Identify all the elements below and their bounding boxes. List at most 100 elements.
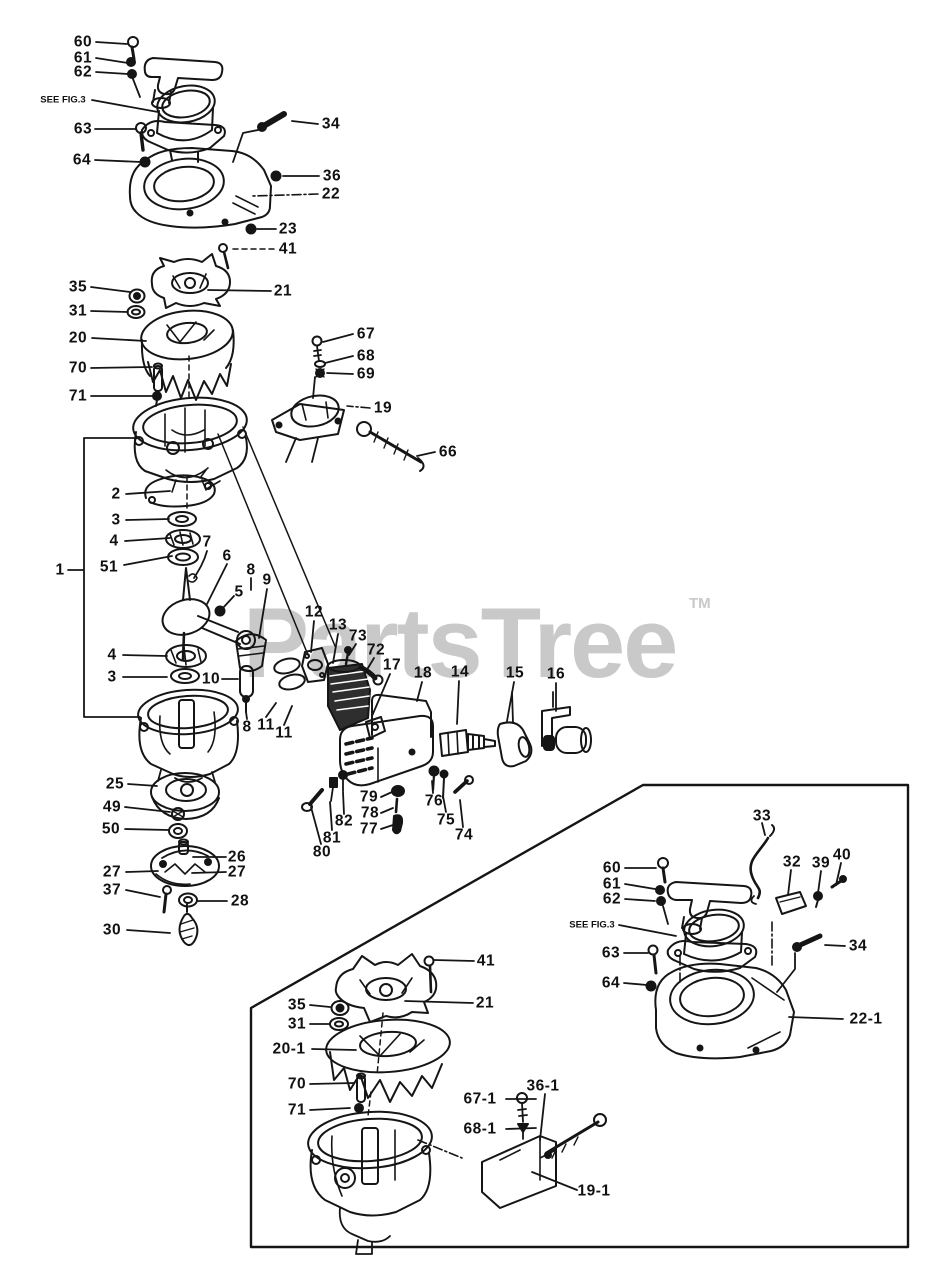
blower-housing-22-1 bbox=[654, 962, 795, 1060]
starter-pulley-21 bbox=[150, 253, 231, 309]
part-callout-31-12: 31 bbox=[68, 302, 88, 320]
part-callout-10-43: 10 bbox=[201, 670, 221, 688]
screws-67-68-69 bbox=[311, 335, 326, 378]
part-callout-9-30: 9 bbox=[262, 571, 272, 589]
cylinder-13 bbox=[327, 659, 371, 731]
part-callout-21-78: 21 bbox=[475, 994, 495, 1012]
part-callout-25-47: 25 bbox=[105, 775, 125, 793]
parts-77-78-79 bbox=[391, 785, 405, 835]
part-callout-60-0: 60 bbox=[73, 33, 93, 51]
crankcase-inset bbox=[307, 1110, 433, 1255]
part-callout-50-49: 50 bbox=[101, 820, 121, 838]
top-fasteners bbox=[126, 36, 287, 270]
part-callout-15-39: 15 bbox=[505, 664, 525, 682]
starter-bracket-19-1 bbox=[481, 1113, 607, 1209]
bolts-73-72 bbox=[344, 646, 384, 686]
part-callout-41-10: 41 bbox=[278, 240, 298, 258]
part-callout-41-77: 41 bbox=[476, 952, 496, 970]
part-callout-51-25: 51 bbox=[99, 558, 119, 576]
dashed-axis-lines bbox=[186, 248, 384, 1117]
part-callout-68-18: 68 bbox=[356, 347, 376, 365]
crankcase-upper bbox=[132, 396, 248, 493]
part-callout-19-20: 19 bbox=[373, 399, 393, 417]
part-callout-23-9: 23 bbox=[278, 220, 298, 238]
part-callout-63-73: 63 bbox=[601, 944, 621, 962]
part-callout-72-35: 72 bbox=[366, 641, 386, 659]
part-callout-34-75: 34 bbox=[848, 937, 868, 955]
ignition-coil-16 bbox=[541, 691, 592, 754]
part-callout-64-74: 64 bbox=[601, 974, 621, 992]
screws-80-81-82 bbox=[301, 770, 348, 812]
ignition-module-19 bbox=[271, 376, 345, 463]
part-callout-4-24: 4 bbox=[109, 532, 119, 550]
piston-9-rings-11 bbox=[235, 633, 306, 691]
part-callout-80-61: 80 bbox=[312, 843, 332, 861]
flywheel-20-1 bbox=[325, 1018, 451, 1103]
gasket-12 bbox=[301, 647, 329, 683]
part-callout-16-40: 16 bbox=[546, 665, 566, 683]
part-callout-11-46: 11 bbox=[275, 724, 293, 742]
part-callout-35-11: 35 bbox=[68, 278, 88, 296]
part-callout-62-2: 62 bbox=[73, 63, 93, 81]
screws-74-75-76 bbox=[428, 765, 474, 799]
part-callout-8-29: 8 bbox=[246, 561, 256, 579]
part-callout-61-1: 61 bbox=[73, 49, 93, 67]
part-callout-20-1-81: 20-1 bbox=[272, 1040, 306, 1058]
part-callout-11-45: 11 bbox=[257, 716, 275, 734]
part-callout-71-15: 71 bbox=[68, 387, 88, 405]
part-callout-36-7: 36 bbox=[322, 167, 342, 185]
part-callout-26-50: 26 bbox=[227, 848, 247, 866]
part-callout-40-68: 40 bbox=[832, 846, 852, 864]
screw-49-nut-50 bbox=[168, 807, 188, 839]
part-callout-2-22: 2 bbox=[111, 485, 121, 503]
part-callout-32-66: 32 bbox=[782, 853, 802, 871]
part-callout-see-fig-3-72: SEE FIG.3 bbox=[569, 919, 615, 931]
watermark-text: PartsTree bbox=[243, 587, 678, 698]
part-callout-37-53: 37 bbox=[102, 881, 122, 899]
leader-lines bbox=[67, 41, 846, 1191]
part-callout-75-63: 75 bbox=[436, 811, 456, 829]
screws-39-40 bbox=[813, 875, 847, 908]
part-callout-27-51: 27 bbox=[102, 863, 122, 881]
part-callout-36-1-84: 36-1 bbox=[526, 1077, 560, 1095]
part-callout-70-14: 70 bbox=[68, 359, 88, 377]
part-callout-49-48: 49 bbox=[102, 798, 122, 816]
part-callout-13-33: 13 bbox=[328, 616, 348, 634]
screw-37-washer-28-worm-30 bbox=[162, 885, 199, 946]
part-callout-71-83: 71 bbox=[287, 1101, 307, 1119]
screws-67-1-68-1 bbox=[516, 1092, 529, 1140]
part-callout-1-26: 1 bbox=[55, 561, 65, 579]
part-callout-67-17: 67 bbox=[356, 325, 376, 343]
part-callout-8-44: 8 bbox=[242, 718, 252, 736]
part-callout-33-65: 33 bbox=[752, 807, 772, 825]
part-callout-20-13: 20 bbox=[68, 329, 88, 347]
part-callout-66-21: 66 bbox=[438, 443, 458, 461]
spark-plug-14 bbox=[439, 729, 496, 757]
washers-35-31 bbox=[126, 288, 146, 319]
part-callout-74-64: 74 bbox=[454, 826, 474, 844]
plate-32 bbox=[775, 891, 807, 915]
clutch-assembly-26-27 bbox=[150, 838, 220, 887]
part-callout-30-55: 30 bbox=[102, 921, 122, 939]
part-callout-73-34: 73 bbox=[348, 627, 368, 645]
part-callout-76-62: 76 bbox=[424, 792, 444, 810]
part-callout-19-1-87: 19-1 bbox=[577, 1182, 611, 1200]
part-callout-3-23: 3 bbox=[111, 511, 121, 529]
part-callout-69-19: 69 bbox=[356, 365, 376, 383]
flywheel-20 bbox=[140, 309, 235, 401]
recoil-starter-inset bbox=[666, 908, 758, 973]
partstree-watermark: PartsTree TM bbox=[243, 586, 711, 700]
part-callout-68-1-86: 68-1 bbox=[463, 1120, 497, 1138]
crankcase-lower bbox=[137, 688, 239, 783]
part-callout-14-38: 14 bbox=[450, 663, 470, 681]
part-callout-31-80: 31 bbox=[287, 1015, 307, 1033]
starter-spring-66 bbox=[356, 421, 425, 472]
part-callout-70-82: 70 bbox=[287, 1075, 307, 1093]
part-callout-3-42: 3 bbox=[107, 668, 117, 686]
part-callout-63-4: 63 bbox=[73, 120, 93, 138]
magneto-ring-2 bbox=[144, 469, 221, 508]
starter-handle bbox=[143, 57, 224, 109]
